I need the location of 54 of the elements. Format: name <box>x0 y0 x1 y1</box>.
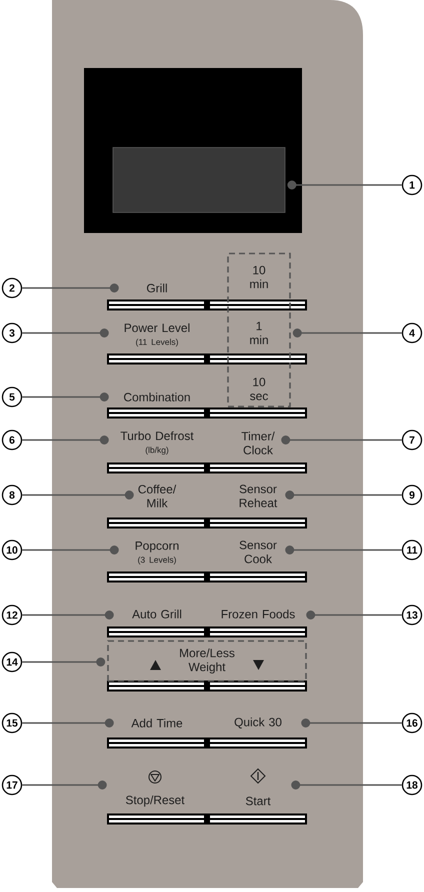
callout-number: 14 <box>2 652 22 672</box>
callout-number: 16 <box>402 712 422 734</box>
leader-line <box>22 780 107 790</box>
key-label: Turbo Defrost (lb/kg) <box>120 431 194 455</box>
callout-number: 11 <box>402 540 422 560</box>
callout-number: 13 <box>402 604 422 626</box>
leader-line <box>22 490 134 500</box>
key-label: Power Level (11 Levels) <box>124 323 190 347</box>
key-label: Combination <box>124 392 190 402</box>
callout-number: 7 <box>402 430 422 450</box>
leader-line <box>285 490 402 500</box>
leader-line <box>22 436 109 444</box>
callout-number: 1 <box>402 174 422 196</box>
callout-number: 15 <box>2 712 22 734</box>
key-label: Coffee/ Milk <box>138 484 176 508</box>
callout-number: 8 <box>2 484 22 506</box>
callout-number: 12 <box>2 604 22 626</box>
key-label: Add Time <box>131 718 182 728</box>
leader-line <box>285 546 402 554</box>
leader-line <box>22 546 119 554</box>
dashed-key-group: 10 min 1 min 10 sec <box>227 252 291 408</box>
key-label: Start <box>246 796 271 806</box>
leader-line <box>22 392 109 402</box>
callout-number: 5 <box>2 386 22 408</box>
key-label: Stop/Reset <box>126 795 184 807</box>
key-label: Sensor Reheat <box>240 484 278 508</box>
key-label: Sensor Cook <box>240 540 277 564</box>
leader-line <box>22 328 109 338</box>
callout-number: 4 <box>402 322 422 344</box>
callout-number: 17 <box>2 774 22 796</box>
leader-line <box>292 328 402 338</box>
leader-line <box>22 658 106 666</box>
leader-line <box>301 718 402 728</box>
leader-line <box>291 780 402 790</box>
key-label: Frozen Foods <box>222 610 295 618</box>
callout-number: 10 <box>2 540 22 560</box>
dashed-key-group: More/Less Weight <box>107 640 307 682</box>
callout-number: 6 <box>2 430 22 450</box>
key-label: Timer/ Clock <box>242 432 275 454</box>
key-label: Quick 30 <box>234 718 282 728</box>
leader-line <box>306 610 402 620</box>
leader-line <box>281 436 402 444</box>
leader-line <box>22 284 119 292</box>
key-label: Auto Grill <box>132 610 182 618</box>
leader-line <box>22 610 114 620</box>
callout-number: 18 <box>402 774 422 796</box>
callout-number: 3 <box>2 322 22 344</box>
display-window <box>112 147 286 213</box>
key-label: Grill <box>146 284 167 292</box>
leader-line <box>287 180 402 190</box>
leader-line <box>22 718 114 728</box>
callout-number: 2 <box>2 278 22 298</box>
key-label: Popcorn (3 Levels) <box>136 542 178 564</box>
callout-number: 9 <box>402 484 422 506</box>
